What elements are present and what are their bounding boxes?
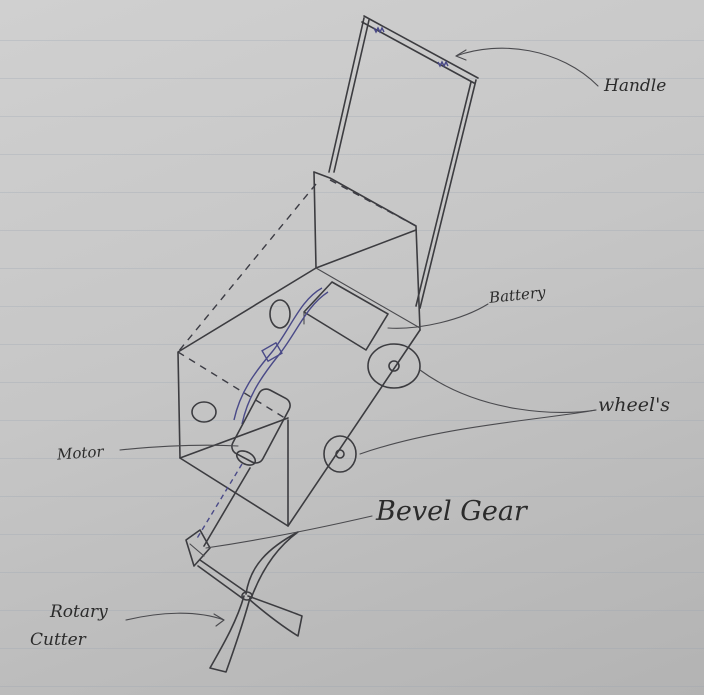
ruled-line — [0, 648, 704, 649]
shaft-hidden — [195, 463, 243, 541]
ruled-line — [0, 230, 704, 231]
leader-cutter — [125, 612, 225, 621]
ruled-line — [0, 572, 704, 573]
shaft — [203, 467, 251, 547]
arrow-head — [455, 49, 467, 61]
leader-battery — [387, 303, 489, 329]
ruled-line — [0, 496, 704, 497]
handle-right-bar-edge — [415, 81, 472, 307]
ruled-line — [0, 420, 704, 421]
wheel-rear-right — [367, 343, 421, 389]
body-base-edge — [179, 417, 289, 459]
ruled-line — [0, 306, 704, 307]
rotary-cutter-label-line2: Cutter — [30, 630, 86, 650]
cutter-assembly — [185, 529, 303, 673]
rotary-cutter-label: Rotary Cutter — [30, 598, 140, 654]
gear-teeth — [189, 543, 205, 557]
cutter-blade-upper — [245, 531, 299, 597]
handle-right-bar — [419, 79, 477, 309]
hidden-edge-front — [177, 351, 289, 421]
top-back-edge — [315, 267, 421, 329]
wheel-rear-left — [269, 299, 291, 329]
handle-grip-bar — [363, 15, 479, 79]
motor-label: Motor — [56, 442, 105, 464]
ruled-line — [0, 78, 704, 79]
hidden-edge-top — [329, 179, 417, 227]
wheels — [191, 299, 421, 473]
handle-label: Handle — [604, 76, 667, 96]
bevel-gear-label: Bevel Gear — [376, 496, 527, 527]
ruled-line — [0, 154, 704, 155]
grip-marks-left — [373, 26, 385, 34]
wheel-front-left — [191, 401, 217, 423]
motor-end — [235, 450, 257, 466]
ruled-line — [0, 268, 704, 269]
handle-left-bar — [328, 17, 365, 173]
drive-train — [195, 287, 329, 547]
cutter-shaft-edge — [197, 565, 243, 599]
switch-block — [261, 341, 283, 363]
rotary-cutter-label-line1: Rotary — [50, 602, 108, 622]
ruled-line — [0, 382, 704, 383]
leader-motor — [119, 444, 239, 451]
leader-wheels-upper — [419, 369, 597, 413]
wheel-front-right — [323, 435, 357, 473]
wheels-label: wheel's — [598, 394, 671, 416]
handle-left-bar-edge — [333, 19, 370, 173]
cutter-hub — [241, 591, 253, 601]
cutter-blade-lower — [209, 595, 251, 673]
mower-body — [177, 171, 421, 527]
ruled-line — [0, 458, 704, 459]
motor-body — [231, 388, 291, 464]
ruled-line — [0, 192, 704, 193]
bevel-gear — [185, 529, 211, 567]
wire — [233, 287, 323, 421]
hood-right — [313, 171, 421, 331]
wheel-hub — [388, 360, 400, 372]
leader-wheels-lower — [359, 409, 597, 455]
leader-handle — [455, 47, 599, 87]
hood-panel — [313, 171, 417, 269]
ruled-line — [0, 40, 704, 41]
wire — [241, 291, 329, 425]
arrow-head — [213, 613, 225, 627]
grip-marks-right — [437, 60, 449, 68]
leader-lines — [119, 47, 599, 627]
ruled-line — [0, 344, 704, 345]
hidden-edge-left — [177, 183, 317, 353]
ruled-line — [0, 534, 704, 535]
battery-outline — [303, 281, 389, 351]
cutter-shaft — [199, 559, 247, 593]
handle-frame — [328, 15, 479, 309]
ruled-line — [0, 116, 704, 117]
leader-bevel — [205, 515, 373, 549]
ruled-line — [0, 686, 704, 687]
ruled-line — [0, 610, 704, 611]
wheel-hub — [335, 449, 345, 459]
cutter-blade-side — [247, 595, 303, 637]
